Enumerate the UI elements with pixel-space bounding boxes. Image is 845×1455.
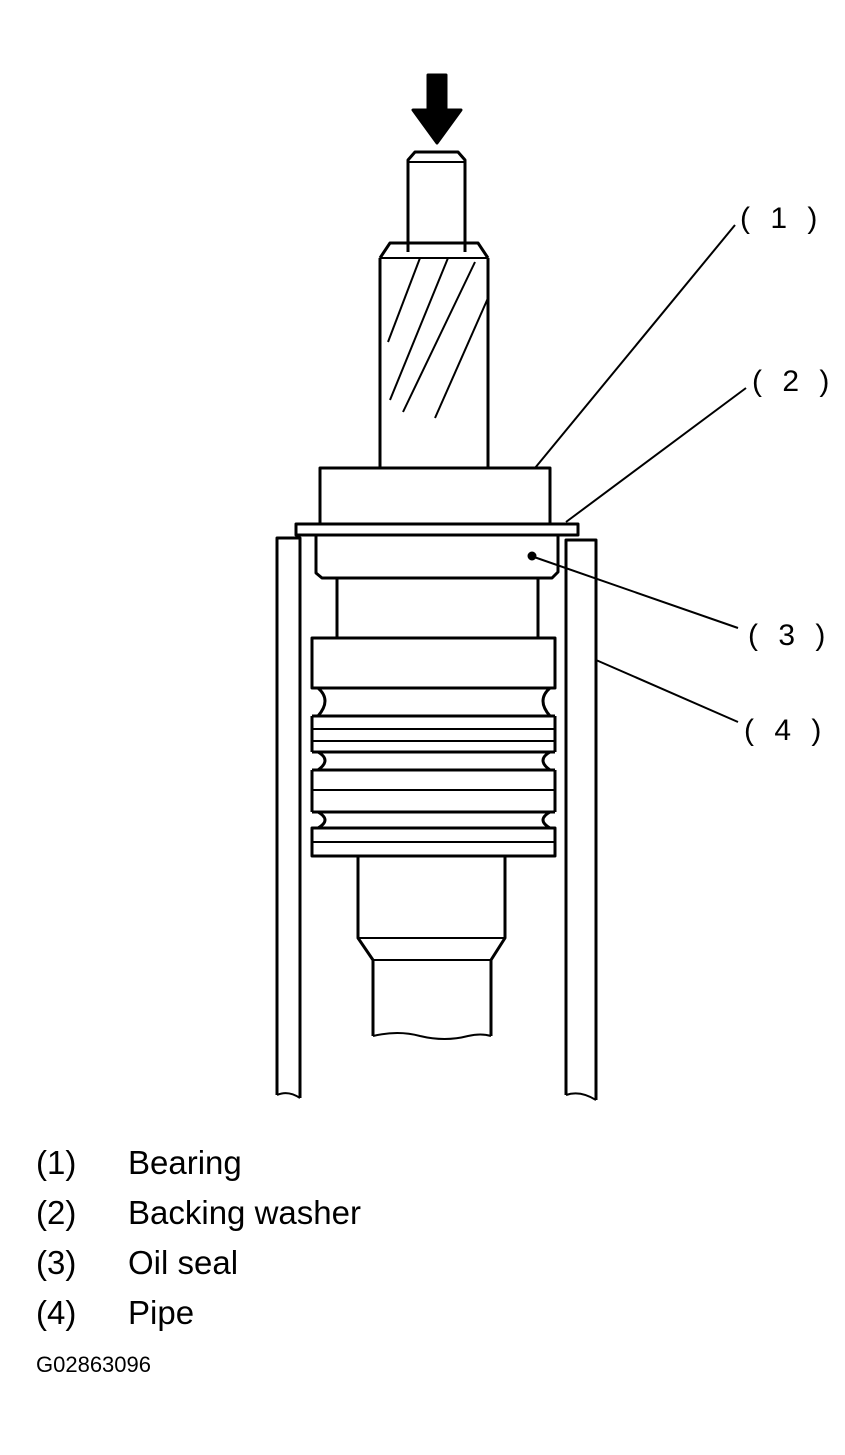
legend-number: (3) (36, 1244, 77, 1281)
callout-label-2: ( 2 ) (752, 365, 835, 398)
shaft-tip (406, 150, 467, 252)
legend-number: (2) (36, 1194, 77, 1231)
lower-housing (310, 636, 557, 858)
leader-dot-3 (527, 551, 537, 561)
press-arrow (411, 73, 463, 145)
bearing (318, 466, 552, 526)
legend: (1) Bearing (2) Backing washer (3) Oil s… (36, 1138, 361, 1338)
callout-label-1: ( 1 ) (740, 202, 823, 235)
backing-washer (294, 522, 580, 537)
callout-label-3: ( 3 ) (748, 619, 831, 652)
lower-shaft (356, 856, 507, 1040)
callout-label-4: ( 4 ) (744, 714, 827, 747)
pipe (275, 536, 598, 1101)
shaft-gear (378, 257, 490, 468)
legend-item: (1) Bearing (36, 1138, 361, 1188)
legend-item: (3) Oil seal (36, 1238, 361, 1288)
shaft-step (378, 241, 490, 259)
legend-text: Backing washer (128, 1194, 361, 1231)
legend-text: Oil seal (128, 1244, 239, 1281)
legend-number: (1) (36, 1144, 77, 1181)
legend-number: (4) (36, 1294, 77, 1331)
oil-seal (314, 535, 560, 580)
legend-text: Pipe (128, 1294, 195, 1331)
leader-line-3 (533, 556, 739, 629)
shaft-neck (335, 578, 540, 638)
leader-line-4 (595, 659, 739, 723)
figure-code: G02863096 (36, 1352, 151, 1377)
leader-line-1 (534, 224, 736, 469)
legend-text: Bearing (128, 1144, 242, 1181)
legend-item: (4) Pipe (36, 1288, 361, 1338)
legend-item: (2) Backing washer (36, 1188, 361, 1238)
leader-line-2 (565, 387, 747, 523)
